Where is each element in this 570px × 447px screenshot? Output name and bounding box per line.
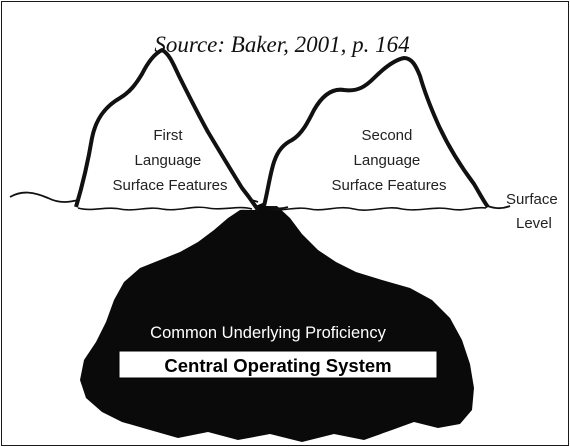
- common-underlying-proficiency-label: Common Underlying Proficiency: [150, 324, 386, 342]
- first-peak-waterline: [77, 206, 253, 211]
- surface-level-label: Surface Level: [506, 191, 562, 232]
- source-caption: Source: Baker, 2001, p. 164: [154, 32, 409, 57]
- second-language-peak: [262, 56, 490, 209]
- second-language-label: Second Language Surface Features: [331, 127, 446, 194]
- first-language-label: First Language Surface Features: [112, 127, 227, 194]
- central-operating-system-box: [118, 350, 438, 379]
- central-operating-system-label: Central Operating System: [164, 355, 391, 376]
- submerged-iceberg: [80, 202, 474, 442]
- first-language-peak: [74, 48, 260, 212]
- second-peak-waterline: [267, 206, 487, 211]
